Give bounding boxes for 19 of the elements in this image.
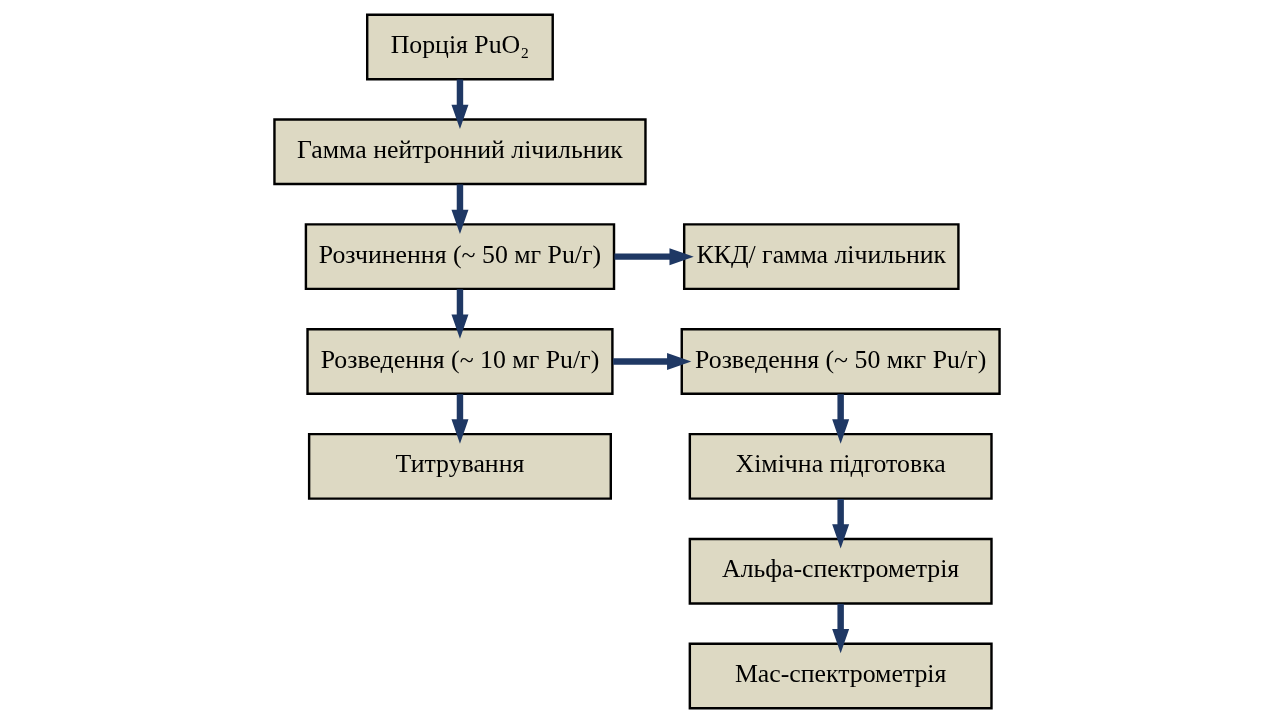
node-box: Хімічна підготовка [688,432,993,500]
arrow [613,353,692,370]
arrow [451,394,469,444]
node-box: Порція PuO₂ [366,13,554,81]
node-box: Розведення (~ 10 мг Pu/г) [306,328,614,395]
arrow [832,394,850,444]
arrow [832,499,850,549]
node-box: Титрування [307,432,612,500]
arrow [832,603,850,654]
arrow [451,184,469,234]
node-box: Розчинення (~ 50 мг Pu/г) [304,223,616,291]
node-box: Мас-спектрометрія [688,642,993,710]
node-box: Гамма нейтронний лічильник [273,118,647,186]
arrow [451,289,469,339]
node-box: Розведення (~ 50 мкг Pu/г) [680,328,1001,395]
arrow [451,79,469,130]
arrow [614,248,694,266]
node-box: ККД/ гамма лічильник [682,223,960,291]
node-box: Альфа-спектрометрія [688,537,993,605]
